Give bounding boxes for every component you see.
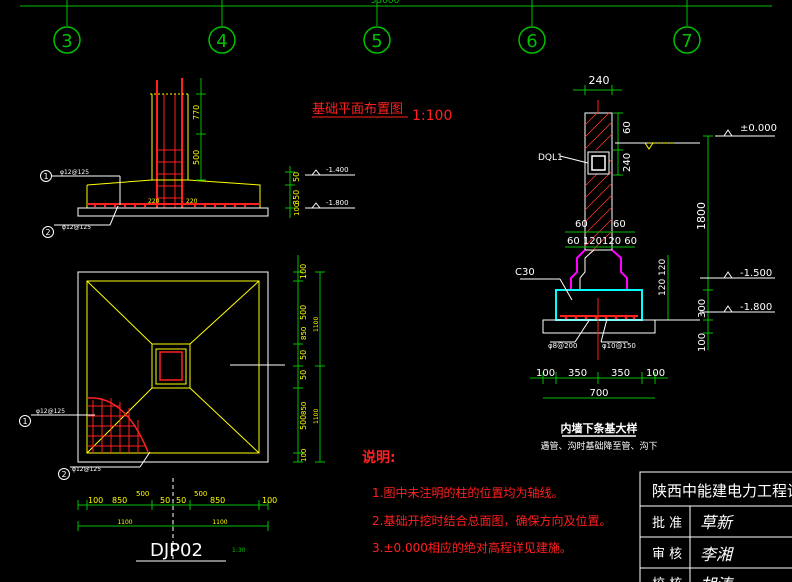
axis-bubble-5: 5 <box>363 26 391 54</box>
svg-text:φ10@150: φ10@150 <box>602 342 636 350</box>
svg-text:5: 5 <box>371 31 382 52</box>
svg-text:审 核: 审 核 <box>652 547 682 562</box>
svg-text:-1.500: -1.500 <box>740 268 772 279</box>
wall-strip-detail: 240 DQL1 60 240 ±0.000 60 60 60 120120 6… <box>515 74 777 452</box>
svg-text:2: 2 <box>45 228 50 237</box>
svg-text:350: 350 <box>568 368 587 379</box>
plan-scale: 1:100 <box>412 108 452 124</box>
svg-text:3: 3 <box>61 31 72 52</box>
svg-text:50: 50 <box>299 350 308 360</box>
svg-text:-1.800: -1.800 <box>740 302 772 313</box>
svg-text:240: 240 <box>622 153 633 172</box>
axis-bubble-4: 4 <box>208 26 236 54</box>
svg-text:100: 100 <box>300 449 308 462</box>
svg-text:-1.800: -1.800 <box>326 199 349 207</box>
general-notes: 说明: 1.图中未注明的柱的位置均为轴线。 2.基础开挖时结合总面图，确保方向及… <box>362 449 611 555</box>
svg-text:60 120120 60: 60 120120 60 <box>567 236 637 247</box>
svg-text:850: 850 <box>210 496 225 505</box>
note-item-2: 2.基础开挖时结合总面图，确保方向及位置。 <box>372 513 611 528</box>
svg-text:350: 350 <box>292 190 301 205</box>
svg-text:100: 100 <box>536 368 555 379</box>
svg-text:φ12@125: φ12@125 <box>60 169 89 176</box>
svg-text:700: 700 <box>589 388 608 399</box>
svg-text:1100: 1100 <box>212 519 227 526</box>
svg-text:350: 350 <box>611 368 630 379</box>
svg-text:100: 100 <box>697 333 708 352</box>
signature-checker: 胡涛 <box>700 575 734 582</box>
axis-bubble-6: 6 <box>518 26 546 54</box>
svg-text:500: 500 <box>299 305 308 320</box>
svg-text:60: 60 <box>575 219 588 230</box>
svg-text:校 核: 校 核 <box>652 576 682 582</box>
svg-text:300: 300 <box>697 299 708 318</box>
svg-text:-1.400: -1.400 <box>326 166 349 174</box>
axis-bubble-3: 3 <box>53 26 81 54</box>
axis-bubble-7: 7 <box>673 26 701 54</box>
svg-text:220: 220 <box>186 198 198 205</box>
top-dimension: 33000 <box>371 0 400 6</box>
footing-name: DJP02 <box>150 540 203 561</box>
svg-text:φ12@125: φ12@125 <box>62 224 91 231</box>
note-item-1: 1.图中未注明的柱的位置均为轴线。 <box>372 485 563 500</box>
svg-text:120 120: 120 120 <box>658 259 668 296</box>
svg-text:50: 50 <box>292 172 301 182</box>
signature-approver: 草新 <box>700 513 734 532</box>
svg-text:60: 60 <box>613 219 626 230</box>
svg-text:1100: 1100 <box>313 317 320 332</box>
svg-text:4: 4 <box>216 31 227 52</box>
svg-text:7: 7 <box>681 31 692 52</box>
svg-text:500: 500 <box>192 150 201 165</box>
svg-text:240: 240 <box>589 74 610 87</box>
svg-text:850: 850 <box>300 327 308 340</box>
svg-text:基础平面布置图: 基础平面布置图 <box>312 102 403 117</box>
svg-text:50: 50 <box>176 496 186 505</box>
note-item-3: 3.±0.000相应的绝对高程详见建施。 <box>372 540 572 555</box>
svg-text:2: 2 <box>61 470 66 479</box>
plan-title: 基础平面布置图 1:100 <box>312 102 452 124</box>
svg-text:遇管、沟时基础降至管、沟下: 遇管、沟时基础降至管、沟下 <box>540 440 657 452</box>
svg-text:850: 850 <box>112 496 127 505</box>
svg-text:1: 1 <box>22 417 27 426</box>
svg-text:φ8@200: φ8@200 <box>548 342 577 350</box>
svg-text:±0.000: ±0.000 <box>740 123 777 134</box>
svg-text:1100: 1100 <box>313 409 320 424</box>
svg-text:φ12@125: φ12@125 <box>36 408 65 415</box>
svg-text:1100: 1100 <box>117 519 132 526</box>
svg-text:1: 1 <box>43 172 48 181</box>
grid-axes: 33000 3 4 5 6 7 <box>20 0 772 54</box>
svg-text:C30: C30 <box>515 267 535 278</box>
notes-heading: 说明: <box>362 449 396 466</box>
svg-text:50: 50 <box>299 370 308 380</box>
company-name: 陕西中能建电力工程设 <box>652 482 792 500</box>
svg-text:100: 100 <box>262 496 277 505</box>
svg-text:100: 100 <box>646 368 665 379</box>
svg-text:500: 500 <box>194 490 207 498</box>
svg-text:6: 6 <box>526 31 537 52</box>
svg-text:220: 220 <box>148 198 160 205</box>
svg-text:850: 850 <box>300 402 308 415</box>
wall-detail-title: 内墙下条基大样 <box>561 421 638 435</box>
svg-text:100: 100 <box>299 264 308 279</box>
svg-text:1800: 1800 <box>695 202 708 230</box>
title-block: 陕西中能建电力工程设 批 准 草新 审 核 李湘 校 核 胡涛 <box>639 471 792 582</box>
svg-text:1:30: 1:30 <box>232 547 246 554</box>
svg-text:500: 500 <box>299 415 308 430</box>
svg-text:770: 770 <box>192 105 201 120</box>
footing-section: 220 220 770 500 50 350 100 -1.400 -1.800… <box>40 78 355 238</box>
signature-reviewer: 李湘 <box>700 545 734 564</box>
footing-plan-djp02: 1 φ12@125 2 φ12@125 100 500 50 50 500 10… <box>19 255 325 562</box>
svg-text:批 准: 批 准 <box>652 516 682 531</box>
svg-text:φ12@125: φ12@125 <box>72 466 101 473</box>
svg-text:50: 50 <box>160 496 170 505</box>
svg-text:60: 60 <box>622 121 633 134</box>
svg-text:DQL1: DQL1 <box>538 153 563 163</box>
svg-text:100: 100 <box>88 496 103 505</box>
svg-text:100: 100 <box>293 203 301 216</box>
svg-text:500: 500 <box>136 490 149 498</box>
